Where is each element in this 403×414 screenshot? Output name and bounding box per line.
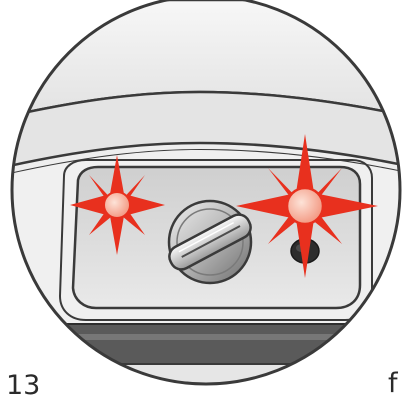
step-number: 13: [6, 372, 40, 399]
bottom-band: [0, 324, 403, 364]
step-letter: f: [388, 370, 398, 397]
